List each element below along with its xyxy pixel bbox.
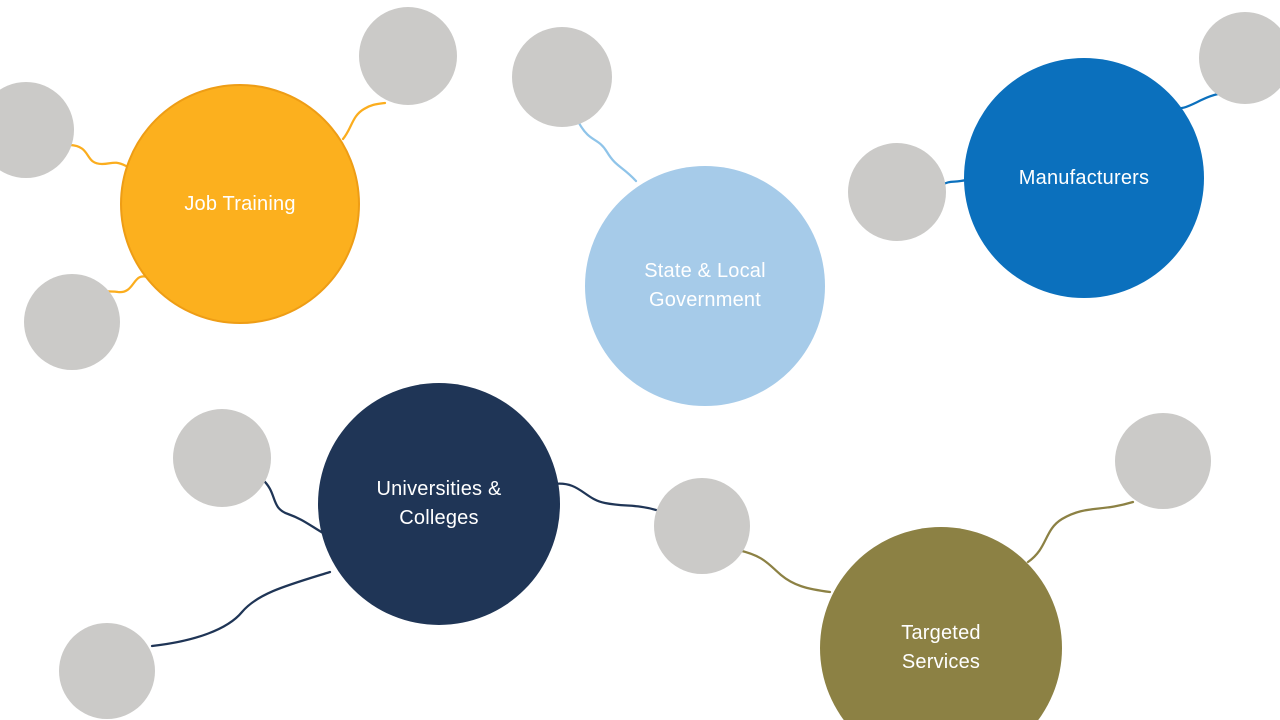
satellite-node[interactable]: [1199, 12, 1280, 104]
connector-satellite5-manufacturers: [940, 178, 968, 187]
hub-node-manufacturers[interactable]: Manufacturers: [964, 58, 1204, 298]
connector-satellite7-universities: [260, 477, 325, 535]
connector-satellite1-jobtraining: [68, 143, 128, 168]
satellite-node[interactable]: [848, 143, 946, 241]
satellite-node[interactable]: [0, 82, 74, 178]
connector-universities-satellite9: [552, 482, 658, 512]
hub-node-job-training[interactable]: Job Training: [120, 84, 360, 324]
satellite-node[interactable]: [24, 274, 120, 370]
hub-label-manufacturers: Manufacturers: [1018, 166, 1150, 189]
connector-jobtraining-satellite2: [102, 275, 152, 294]
connector-satellite9-targetedservices: [736, 548, 832, 594]
hub-label-job-training: Job Training: [184, 192, 296, 215]
satellite-node[interactable]: [512, 27, 612, 127]
connector-satellite4-stategovernment: [577, 121, 638, 183]
connector-jobtraining-satellite3: [341, 101, 387, 141]
satellite-node[interactable]: [59, 623, 155, 719]
hub-label-state-local-government: State & Local Government: [644, 260, 766, 311]
hub-node-state-local-government[interactable]: State & Local Government: [585, 166, 825, 406]
satellite-node[interactable]: [359, 7, 457, 105]
connector-targetedservices-satellite10: [1026, 500, 1135, 564]
hub-node-universities-colleges[interactable]: Universities & Colleges: [318, 383, 560, 625]
satellite-node[interactable]: [1115, 413, 1211, 509]
hub-label-targeted-services: Targeted Services: [901, 622, 981, 673]
connector-universities-satellite8: [150, 570, 332, 648]
hub-node-targeted-services[interactable]: Targeted Services: [820, 527, 1062, 720]
hub-label-universities-colleges: Universities & Colleges: [376, 478, 502, 529]
satellite-node[interactable]: [654, 478, 750, 574]
satellite-node[interactable]: [173, 409, 271, 507]
